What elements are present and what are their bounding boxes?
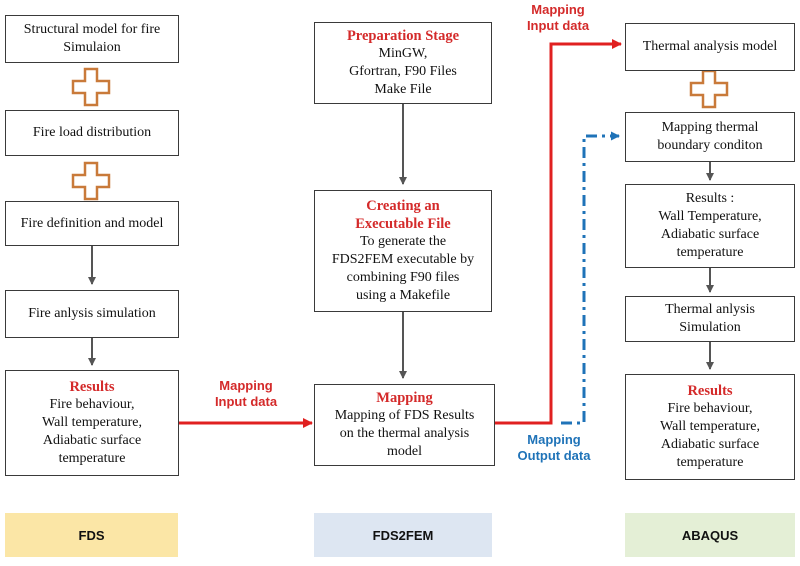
fds-structural-model-line-1: Structural model for fire bbox=[23, 22, 161, 37]
mapping-heading: Mapping bbox=[376, 390, 433, 406]
plus-icon bbox=[71, 161, 111, 201]
fds-structural-model-line-2: Simulaion bbox=[63, 40, 121, 55]
fds-fire-definition-label: Fire definition and model bbox=[20, 215, 164, 231]
mapping-line-1: Mapping of FDS Results bbox=[334, 408, 475, 423]
edge-label-output-line-2: Output data bbox=[517, 448, 591, 463]
fds-results-line-3: Adiabatic surface bbox=[42, 433, 142, 448]
fds-results-line-2: Wall temperature, bbox=[42, 415, 142, 430]
abaqus-final-results-heading: Results bbox=[687, 383, 733, 399]
edge-label-abaqus-input: Mapping Input data bbox=[508, 2, 608, 34]
thermal-analysis-model-label: Thermal analysis model bbox=[642, 39, 778, 54]
fds-fire-definition-box: Fire definition and model bbox=[5, 201, 179, 246]
create-executable-line-3: combining F90 files bbox=[346, 270, 460, 285]
preparation-stage-line-2: Gfortran, F90 Files bbox=[349, 64, 457, 79]
abaqus-final-results-line-4: temperature bbox=[676, 455, 744, 470]
edge-label-fds-input-line-1: Mapping bbox=[219, 378, 273, 393]
fds-fire-load-label: Fire load distribution bbox=[32, 125, 152, 140]
mapping-boundary-box: Mapping thermal boundary conditon bbox=[625, 112, 795, 162]
fds-footer-label: FDS bbox=[78, 527, 105, 543]
fds-results-box: Results Fire behaviour, Wall temperature… bbox=[5, 370, 179, 476]
abaqus-results-temperature-line-2: Wall Temperature, bbox=[658, 209, 762, 224]
thermal-simulation-line-1: Thermal anlysis bbox=[665, 302, 755, 317]
preparation-stage-line-3: Make File bbox=[374, 82, 432, 97]
fds-results-heading: Results bbox=[69, 379, 115, 395]
create-executable-heading-2: Executable File bbox=[355, 216, 451, 232]
mapping-box: Mapping Mapping of FDS Results on the th… bbox=[314, 384, 495, 466]
thermal-simulation-box: Thermal anlysis Simulation bbox=[625, 296, 795, 342]
create-executable-line-2: FDS2FEM executable by bbox=[331, 252, 475, 267]
abaqus-results-temperature-line-3: Adiabatic surface bbox=[660, 227, 760, 242]
edge-label-output: Mapping Output data bbox=[502, 432, 606, 464]
fds2fem-footer-panel: FDS2FEM bbox=[314, 513, 492, 557]
abaqus-results-temperature-box: Results : Wall Temperature, Adiabatic su… bbox=[625, 184, 795, 268]
edge-label-abaqus-input-line-1: Mapping bbox=[531, 2, 585, 17]
plus-icon bbox=[689, 69, 729, 109]
create-executable-box: Creating an Executable File To generate … bbox=[314, 190, 492, 312]
abaqus-footer-panel: ABAQUS bbox=[625, 513, 795, 557]
create-executable-line-1: To generate the bbox=[359, 234, 447, 249]
arrow-mapping-to-thermal-model bbox=[495, 39, 622, 425]
abaqus-footer-label: ABAQUS bbox=[681, 527, 739, 543]
mapping-boundary-line-2: boundary conditon bbox=[657, 138, 763, 153]
fds-fire-load-box: Fire load distribution bbox=[5, 110, 179, 156]
edge-label-fds-input-line-2: Input data bbox=[214, 394, 278, 409]
edge-label-abaqus-input-line-2: Input data bbox=[526, 18, 590, 33]
mapping-line-2: on the thermal analysis bbox=[339, 426, 470, 441]
create-executable-heading-1: Creating an bbox=[366, 198, 440, 214]
abaqus-results-temperature-line-4: temperature bbox=[676, 245, 744, 260]
fds2fem-footer-label: FDS2FEM bbox=[372, 527, 434, 543]
abaqus-results-temperature-line-1: Results : bbox=[685, 191, 735, 206]
thermal-analysis-model-box: Thermal analysis model bbox=[625, 23, 795, 71]
fds-fire-analysis-box: Fire anlysis simulation bbox=[5, 290, 179, 338]
abaqus-final-results-line-3: Adiabatic surface bbox=[660, 437, 760, 452]
preparation-stage-heading: Preparation Stage bbox=[346, 28, 460, 44]
abaqus-final-results-box: Results Fire behaviour, Wall temperature… bbox=[625, 374, 795, 480]
preparation-stage-box: Preparation Stage MinGW, Gfortran, F90 F… bbox=[314, 22, 492, 104]
preparation-stage-line-1: MinGW, bbox=[378, 46, 428, 61]
fds-fire-analysis-label: Fire anlysis simulation bbox=[28, 306, 156, 321]
edge-label-fds-input: Mapping Input data bbox=[196, 378, 296, 410]
fds-footer-panel: FDS bbox=[5, 513, 178, 557]
arrow-mapping-output-to-boundary bbox=[561, 131, 620, 425]
plus-icon bbox=[71, 67, 111, 107]
fds-results-line-4: temperature bbox=[58, 451, 126, 466]
thermal-simulation-line-2: Simulation bbox=[679, 320, 741, 335]
abaqus-final-results-line-2: Wall temperature, bbox=[660, 419, 760, 434]
edge-label-output-line-1: Mapping bbox=[527, 432, 581, 447]
abaqus-final-results-line-1: Fire behaviour, bbox=[667, 401, 753, 416]
mapping-boundary-line-1: Mapping thermal bbox=[661, 120, 759, 135]
mapping-line-3: model bbox=[387, 444, 422, 459]
fds-structural-model-box: Structural model for fire Simulaion bbox=[5, 15, 179, 63]
create-executable-line-4: using a Makefile bbox=[355, 288, 451, 303]
fds-results-line-1: Fire behaviour, bbox=[49, 397, 135, 412]
